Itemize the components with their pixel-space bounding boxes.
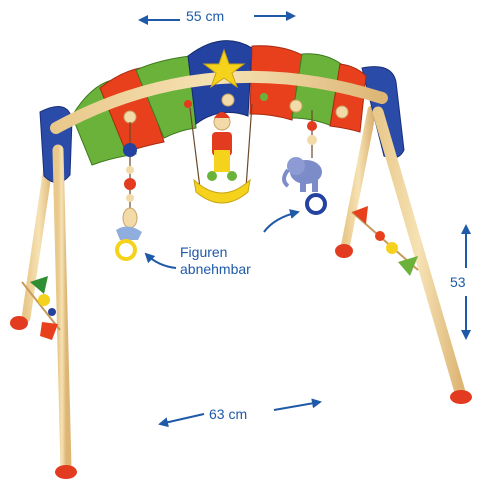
caption-line-1: Figuren bbox=[180, 244, 228, 260]
arch bbox=[39, 40, 405, 184]
star-decoration bbox=[202, 48, 246, 89]
left-bead-rail bbox=[21, 276, 61, 340]
width-arrow bbox=[138, 11, 296, 25]
height-dimension-label: 53 bbox=[450, 274, 466, 290]
front-right-leg bbox=[372, 106, 472, 404]
width-dimension-label: 55 cm bbox=[186, 8, 225, 24]
depth-dimension-label: 63 cm bbox=[209, 406, 248, 422]
front-left-leg bbox=[52, 144, 77, 479]
back-right-leg bbox=[335, 105, 377, 258]
hanging-rattle-figure bbox=[115, 122, 142, 261]
hanging-elephant-figure bbox=[282, 110, 327, 215]
right-bead-rail bbox=[351, 206, 419, 276]
hanging-swing-clown bbox=[189, 103, 253, 204]
depth-arrow bbox=[158, 398, 322, 428]
removable-arrows bbox=[144, 209, 300, 269]
caption-line-2: abnehmbar bbox=[180, 261, 251, 277]
removable-figures-caption: Figuren abnehmbar bbox=[180, 244, 251, 278]
